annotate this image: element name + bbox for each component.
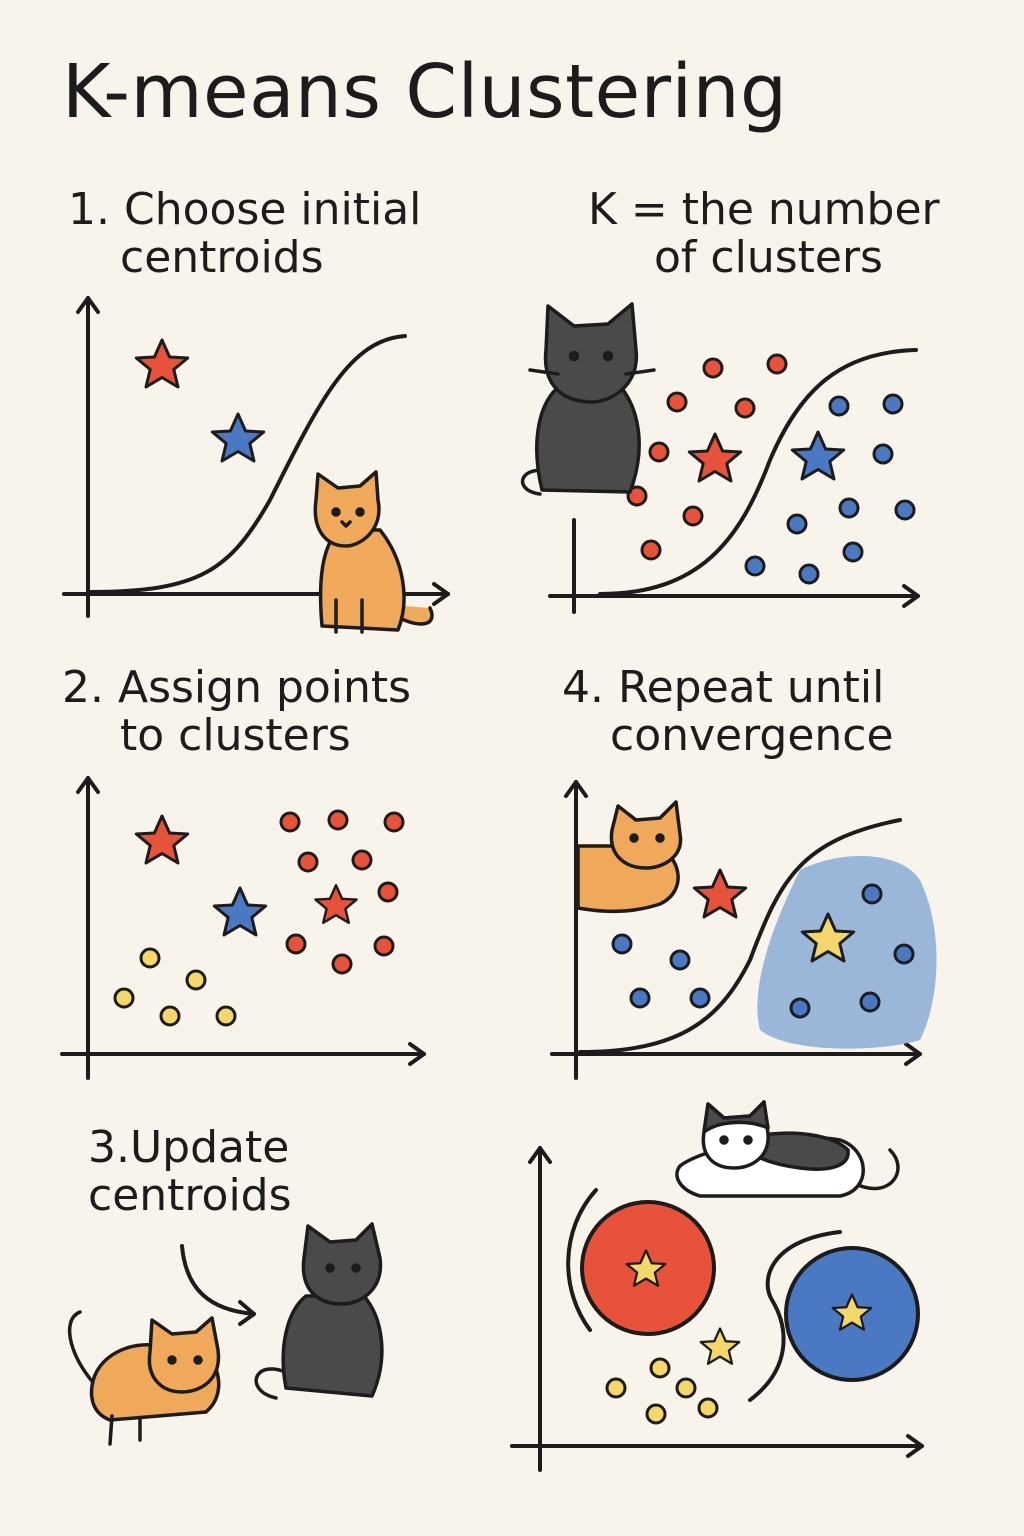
red-point [279, 811, 301, 833]
step-1-label: 1. Choose initial centroids [68, 184, 422, 284]
yellow-point [139, 947, 161, 969]
k-definition-line-1: K = the number [588, 184, 940, 235]
blue-point [859, 991, 881, 1013]
step-4-line-1: 4. Repeat until [562, 662, 885, 713]
blue-point [861, 883, 883, 905]
panel-k-points [626, 353, 916, 585]
panel-4-axes [550, 780, 922, 1080]
red-point [766, 353, 788, 375]
page-title: K-means Clustering [62, 49, 788, 135]
final-red-boundary-arc [566, 1188, 598, 1332]
blue-point [689, 987, 711, 1009]
red-point [377, 881, 399, 903]
yellow-point [675, 1377, 697, 1399]
red-point [383, 811, 405, 833]
panel-k-axes [548, 348, 920, 614]
blue-point [838, 497, 860, 519]
red-point [682, 505, 704, 527]
k-definition-label: K = the number of clusters [588, 184, 940, 284]
tuxedo-cat-icon [675, 1100, 900, 1198]
yellow-point [697, 1397, 719, 1419]
black-cat-icon [520, 302, 656, 496]
yellow-point [113, 987, 135, 1009]
panel-2-axes [60, 776, 426, 1080]
blue-star-icon [210, 412, 266, 463]
final-panel-points [605, 1357, 719, 1425]
step-2-line-2: to clusters [120, 710, 351, 762]
black-cat-icon [254, 1222, 384, 1400]
blue-point [798, 563, 820, 585]
red-star-icon [314, 884, 358, 925]
red-point [327, 809, 349, 831]
red-point [285, 933, 307, 955]
step-4-line-2: convergence [610, 710, 894, 762]
red-point [666, 391, 688, 413]
panel-1-boundary-curve [88, 334, 407, 594]
step-2-line-1: 2. Assign points [62, 662, 412, 713]
red-point [373, 935, 395, 957]
blue-point [882, 393, 904, 415]
k-definition-line-2: of clusters [654, 232, 883, 284]
red-star-icon [134, 814, 190, 865]
panel-4-boundary-curve [578, 818, 902, 1054]
step-3-line-2: centroids [88, 1170, 292, 1222]
step-2-label: 2. Assign points to clusters [62, 662, 412, 762]
orange-cat-icon [67, 1310, 221, 1446]
red-star-icon [134, 338, 190, 389]
yellow-point [645, 1403, 667, 1425]
update-arrow [180, 1244, 256, 1316]
blue-point [789, 997, 811, 1019]
red-point [648, 441, 670, 463]
red-star-icon [692, 868, 748, 919]
blue-point [611, 933, 633, 955]
yellow-point [649, 1357, 671, 1379]
blue-point [872, 443, 894, 465]
yellow-point [185, 969, 207, 991]
blue-star-icon [212, 886, 268, 937]
step-3-label: 3.Update centroids [88, 1122, 292, 1222]
yellow-star-icon [699, 1327, 741, 1365]
red-point [640, 539, 662, 561]
yellow-point [159, 1005, 181, 1027]
red-point [297, 851, 319, 873]
orange-cat-icon [313, 470, 434, 634]
update-arrow-head [238, 1300, 256, 1326]
blue-point [894, 499, 916, 521]
blue-point [842, 541, 864, 563]
blue-point [744, 555, 766, 577]
blue-point [629, 987, 651, 1009]
yellow-point [605, 1377, 627, 1399]
blue-point [893, 943, 915, 965]
blue-point [669, 949, 691, 971]
red-point [734, 397, 756, 419]
red-star-icon [687, 432, 743, 483]
red-point [702, 357, 724, 379]
blue-point [786, 513, 808, 535]
blue-star-icon [790, 430, 846, 481]
panel-k-boundary-curve [598, 348, 918, 596]
step-1-line-1: 1. Choose initial [68, 184, 422, 235]
step-3-line-1: 3.Update [88, 1122, 290, 1173]
blue-point [828, 395, 850, 417]
red-point [331, 953, 353, 975]
red-point [351, 849, 373, 871]
step-1-line-2: centroids [120, 232, 324, 284]
panel-final-axes [510, 1146, 924, 1472]
yellow-point [215, 1005, 237, 1027]
step-4-label: 4. Repeat until convergence [562, 662, 894, 762]
orange-cat-icon [576, 800, 683, 913]
final-blue-boundary-arc [748, 1230, 842, 1402]
